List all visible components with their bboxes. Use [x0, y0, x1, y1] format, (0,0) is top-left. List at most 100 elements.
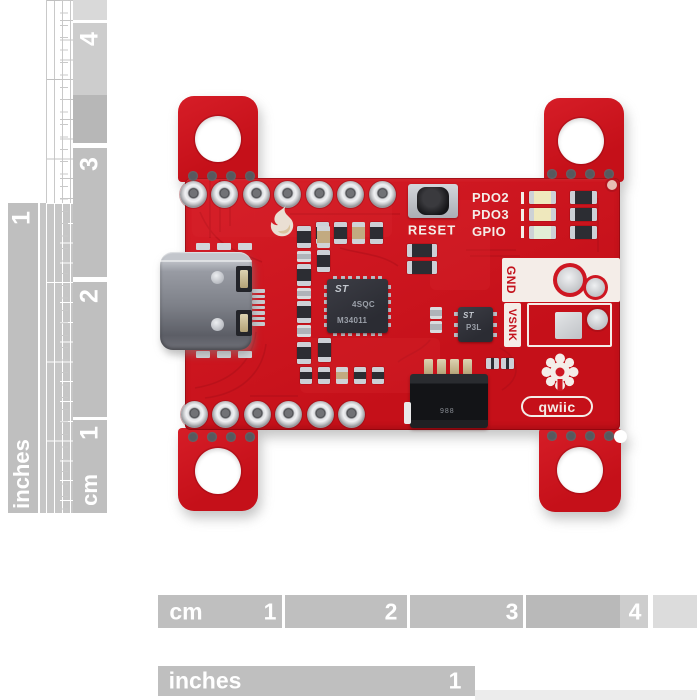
plated-hole — [211, 180, 238, 208]
smd-component — [297, 226, 311, 248]
smd-component — [297, 264, 311, 286]
smd-component — [570, 208, 597, 221]
via — [604, 431, 614, 441]
ruler-bottom-cm-label: cm — [169, 598, 203, 625]
chip-pad — [324, 300, 328, 305]
edge-notch — [614, 430, 627, 443]
ruler-bottom-inches-fade — [475, 690, 697, 700]
smd-component — [336, 367, 348, 384]
plated-hole — [368, 180, 396, 208]
reset-label: RESET — [407, 222, 457, 238]
mounting-hole — [558, 118, 604, 164]
via — [226, 171, 236, 181]
smd-component — [238, 243, 252, 250]
chip-pad — [387, 300, 391, 305]
smd-component — [238, 351, 252, 358]
chip-pad — [348, 276, 352, 280]
ruler-bottom-cm-block — [620, 595, 648, 628]
vsnk-silk-bar — [504, 303, 521, 347]
ruler-bottom-cm-block — [158, 595, 282, 628]
usb-solder-pin — [252, 305, 265, 309]
plated-hole — [179, 180, 207, 208]
qwiic-wordmark-outline — [521, 396, 593, 417]
gpio-label: GPIO — [472, 224, 507, 239]
regulator-chip — [458, 307, 493, 342]
jst-pin — [463, 359, 472, 375]
chip-pad — [378, 332, 382, 336]
usb-c-contact — [240, 314, 248, 332]
jst-pin — [450, 359, 459, 375]
gnd-pad-small — [586, 278, 605, 297]
chip-pad — [370, 332, 375, 336]
usb-solder-pin — [252, 294, 265, 298]
smd-component — [352, 222, 365, 244]
chip-pad — [340, 276, 345, 280]
plated-hole — [337, 180, 364, 208]
usb-c-connector — [160, 252, 252, 350]
ruler-left-cm-block — [73, 148, 107, 277]
ruler-bottom-cm-block — [526, 595, 620, 628]
ruler-left-cm-block — [73, 420, 107, 513]
mounting-hole — [195, 448, 241, 494]
jumper-bar — [521, 192, 524, 204]
plated-hole — [305, 180, 333, 208]
chip-pad — [492, 322, 497, 327]
chip-pad — [324, 323, 328, 327]
via — [585, 431, 595, 441]
regulator-logo: ST — [463, 311, 474, 320]
via — [207, 432, 217, 442]
chip-pad — [492, 333, 497, 337]
plated-hole — [243, 400, 271, 428]
plated-hole — [242, 180, 270, 208]
ruler-left-cm-block — [73, 0, 107, 20]
mounting-hole — [195, 116, 241, 162]
chip-pad — [333, 332, 337, 336]
via — [207, 171, 217, 181]
ruler-bottom-cm-block — [285, 595, 407, 628]
usb-solder-pin — [252, 289, 265, 293]
smd-component — [372, 367, 384, 384]
chip-pad — [387, 323, 391, 327]
usb-solder-pin — [252, 316, 265, 320]
chip-pad — [387, 292, 391, 297]
mounting-hole — [557, 447, 603, 493]
smd-component — [217, 351, 231, 358]
smd-component — [196, 243, 210, 250]
plated-hole — [306, 400, 334, 428]
chip-pad — [348, 332, 352, 336]
smd-component — [529, 208, 556, 221]
smd-component — [318, 338, 331, 362]
plated-hole — [275, 400, 302, 428]
via — [604, 169, 614, 179]
ruler-left-cm-block — [73, 23, 107, 95]
smd-component — [317, 250, 330, 272]
qwiic-wordmark: qwiic — [538, 399, 576, 415]
sparkfun-flame-icon — [270, 205, 294, 237]
plated-hole — [180, 400, 208, 428]
pdo3-label: PDO3 — [472, 207, 510, 222]
via — [188, 171, 198, 181]
usb-c-dimple — [211, 318, 224, 331]
chip-pad — [387, 307, 391, 312]
via — [245, 432, 255, 442]
chip-pad — [454, 322, 459, 327]
vsnk-pad — [587, 309, 608, 330]
chip-pad — [454, 333, 459, 337]
qwiic-logo-icon — [541, 353, 579, 391]
reset-button-cap — [417, 187, 449, 215]
gnd-pad — [557, 267, 583, 293]
chip-pad — [387, 285, 391, 289]
chip-pad — [324, 285, 328, 289]
chip-pad — [355, 276, 360, 280]
smd-component — [529, 191, 556, 204]
ruler-left-inches-block — [8, 203, 38, 513]
vsnk-silk-outline — [527, 303, 612, 347]
ruler-left-cm-block — [73, 282, 107, 417]
plated-hole — [338, 400, 365, 428]
ruler-left-mm-ticks — [60, 0, 68, 513]
qwiic-connector-mark: 988 — [440, 408, 455, 415]
via — [188, 432, 198, 442]
smd-component — [354, 367, 366, 384]
smd-component — [217, 243, 231, 250]
